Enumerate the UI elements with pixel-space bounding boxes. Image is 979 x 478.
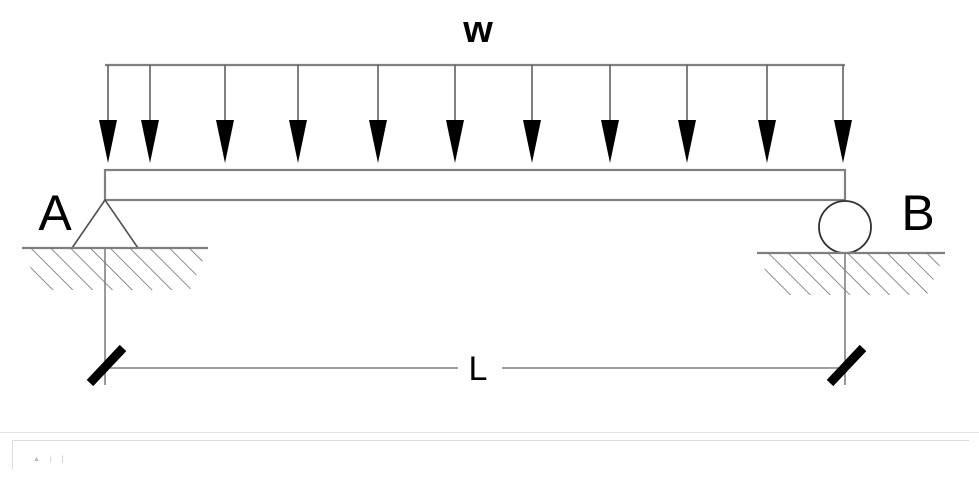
load-arrow xyxy=(834,65,852,163)
roller-circle-icon xyxy=(818,200,872,254)
bottom-status-bar: ▲ | | xyxy=(0,432,979,478)
load-arrow xyxy=(369,65,387,163)
pin-triangle-icon xyxy=(70,198,140,249)
dimension-label-l: L xyxy=(469,350,488,388)
ground-hatch-b xyxy=(757,253,945,295)
bottom-input-panel[interactable]: ▲ | | xyxy=(12,440,969,470)
beam-member xyxy=(103,168,847,202)
load-arrow xyxy=(216,65,234,163)
dimension-label-backing xyxy=(458,348,502,388)
load-arrow-group xyxy=(99,65,852,163)
support-label-a: A xyxy=(38,185,72,241)
load-arrow xyxy=(678,65,696,163)
load-arrow xyxy=(523,65,541,163)
load-arrow xyxy=(289,65,307,163)
load-arrow xyxy=(99,65,117,163)
load-arrow xyxy=(141,65,159,163)
support-label-b: B xyxy=(901,185,934,241)
dimension-span-l: L xyxy=(86,248,867,388)
load-label-w: w xyxy=(462,9,493,51)
dimension-tick-right-icon xyxy=(826,344,867,387)
load-arrow xyxy=(758,65,776,163)
load-arrow xyxy=(446,65,464,163)
load-arrow xyxy=(601,65,619,163)
support-b-roller xyxy=(757,200,945,295)
ground-hatch-a xyxy=(22,248,208,290)
dimension-tick-left-icon xyxy=(86,344,127,387)
bottom-ghost-text: ▲ | | xyxy=(33,456,68,463)
